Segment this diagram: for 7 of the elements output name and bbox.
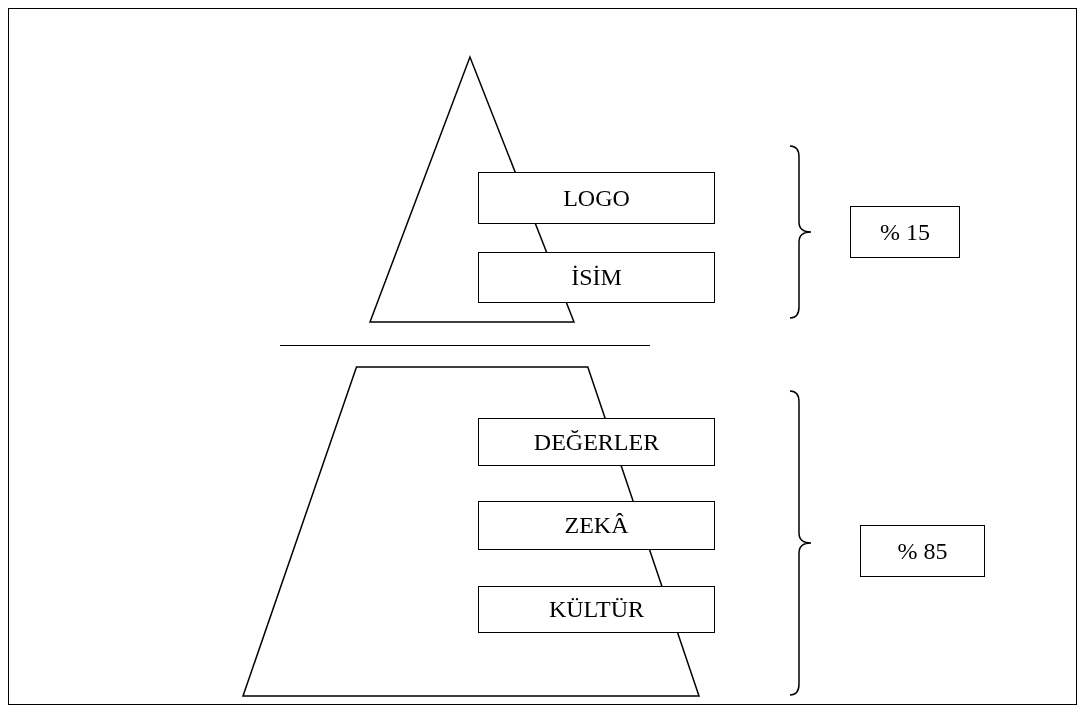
label-box: ZEKÂ (478, 501, 715, 550)
label-box: DEĞERLER (478, 418, 715, 466)
label-box: KÜLTÜR (478, 586, 715, 633)
label-box: LOGO (478, 172, 715, 224)
label-box: İSİM (478, 252, 715, 303)
label-box: % 15 (850, 206, 960, 258)
label-box: % 85 (860, 525, 985, 577)
